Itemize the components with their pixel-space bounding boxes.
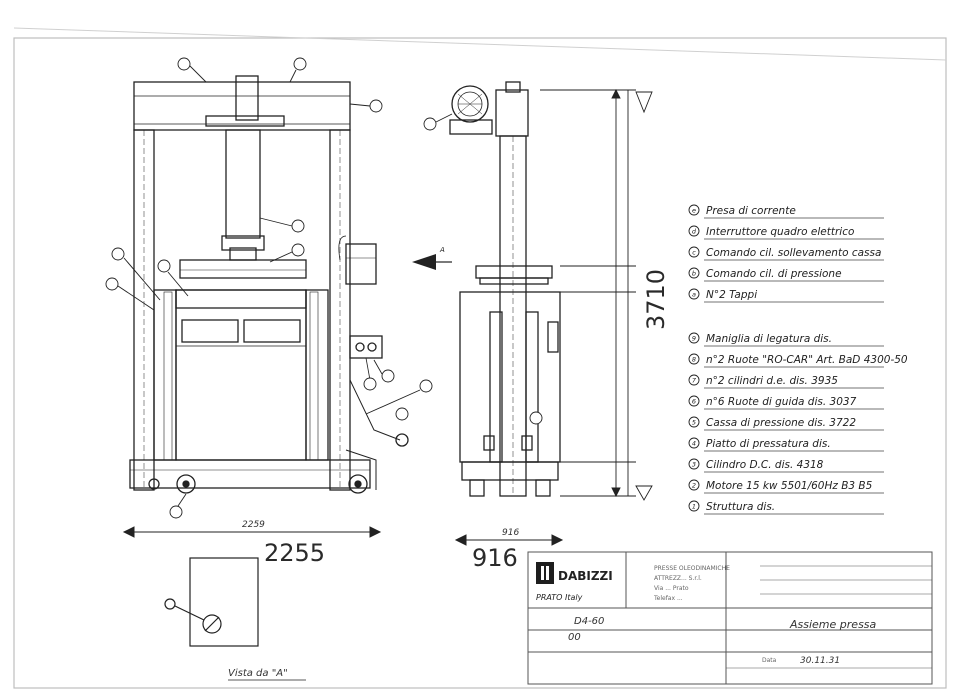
side-depth-dimension-large: 916: [472, 544, 518, 572]
legend-item-a: N°2 Tappi: [706, 289, 757, 301]
company-name: DABIZZI: [558, 569, 613, 583]
company-city: PRATO Italy: [536, 593, 583, 602]
legend-marker-id: 9: [692, 335, 696, 343]
legend-marker-a: [688, 288, 700, 300]
legend-marker-id: 1: [692, 503, 696, 511]
total-height-dimension: 3710: [642, 269, 670, 330]
side-view-balloons: [423, 113, 543, 425]
legend-item-8: n°2 Ruote "RO-CAR" Art. BaD 4300-50: [706, 354, 908, 366]
legend-marker-9: [688, 332, 700, 344]
title-block: [527, 551, 933, 685]
sheet-border: [13, 37, 947, 689]
legend-marker-6: [688, 395, 700, 407]
legend-marker-b: [688, 267, 700, 279]
legend-item-2: Motore 15 kw 5501/60Hz B3 B5: [706, 480, 873, 492]
detail-view-a-label: Vista da "A": [228, 668, 288, 679]
legend-marker-id: 2: [692, 482, 696, 490]
legend-item-c: Comando cil. sollevamento cassa: [706, 247, 881, 259]
legend-item-e: Presa di corrente: [706, 205, 796, 217]
parts-legend: e Presa di corrente d Interruttore quadro e…: [688, 204, 908, 515]
legend-marker-5: [688, 416, 700, 428]
front-view-balloons: [105, 57, 433, 519]
legend-item-7: n°2 cilindri d.e. dis. 3935: [706, 375, 838, 387]
legend-marker-id: c: [692, 249, 696, 257]
legend-item-b: Comando cil. di pressione: [706, 268, 842, 280]
legend-item-1: Struttura dis.: [706, 501, 775, 513]
legend-item-6: n°6 Ruote di guida dis. 3037: [706, 396, 857, 408]
side-depth-dimension-small: 916: [502, 528, 519, 538]
legend-marker-e: [688, 204, 700, 216]
drawing-date-label: Data: [762, 657, 777, 664]
side-depth-dimension: [454, 534, 564, 546]
side-view: [449, 81, 561, 497]
drawing-title: Assieme pressa: [789, 618, 877, 631]
legend-marker-id: d: [692, 228, 697, 236]
legend-item-3: Cilindro D.C. dis. 4318: [706, 459, 824, 471]
legend-marker-id: 8: [692, 356, 696, 364]
detail-view-a: [164, 557, 259, 647]
legend-marker-id: 5: [692, 419, 696, 427]
front-width-dimension: [122, 526, 382, 538]
legend-marker-id: 6: [692, 398, 696, 406]
legend-marker-3: [688, 458, 700, 470]
drawing-revision: 00: [568, 632, 581, 643]
view-arrow-a: [412, 254, 452, 270]
legend-marker-7: [688, 374, 700, 386]
drawing-date: 30.11.31: [800, 656, 840, 666]
legend-marker-id: 4: [692, 440, 696, 448]
legend-marker-id: e: [692, 207, 696, 215]
front-width-dimension-small: 2259: [242, 520, 265, 530]
legend-item-5: Cassa di pressione dis. 3722: [706, 417, 856, 429]
side-height-dimensions: [540, 88, 653, 501]
company-details-line-3: Via ... Prato: [654, 585, 689, 592]
drawing-number: D4-60: [574, 616, 604, 627]
legend-item-d: Interruttore quadro elettrico: [706, 226, 854, 238]
legend-marker-8: [688, 353, 700, 365]
legend-marker-4: [688, 437, 700, 449]
company-logo: [536, 562, 554, 584]
view-arrow-a-label: A: [439, 246, 445, 254]
legend-item-9: Maniglia di legatura dis.: [706, 333, 832, 345]
legend-marker-c: [688, 246, 700, 258]
legend-marker-id: 7: [692, 377, 697, 385]
legend-marker-2: [688, 479, 700, 491]
front-view: [129, 75, 409, 494]
legend-item-4: Piatto di pressatura dis.: [706, 438, 831, 450]
legend-marker-id: a: [692, 291, 696, 299]
legend-marker-id: b: [692, 270, 696, 278]
company-details-line-4: Telefax ...: [653, 595, 683, 602]
company-details-line-1: PRESSE OLEODINAMICHE: [654, 565, 730, 572]
legend-marker-1: [688, 500, 700, 512]
legend-marker-id: 3: [692, 461, 696, 469]
legend-marker-d: [688, 225, 700, 237]
company-details-line-2: ATTREZZ... S.r.l.: [654, 575, 702, 582]
front-width-dimension-large: 2255: [264, 539, 325, 567]
